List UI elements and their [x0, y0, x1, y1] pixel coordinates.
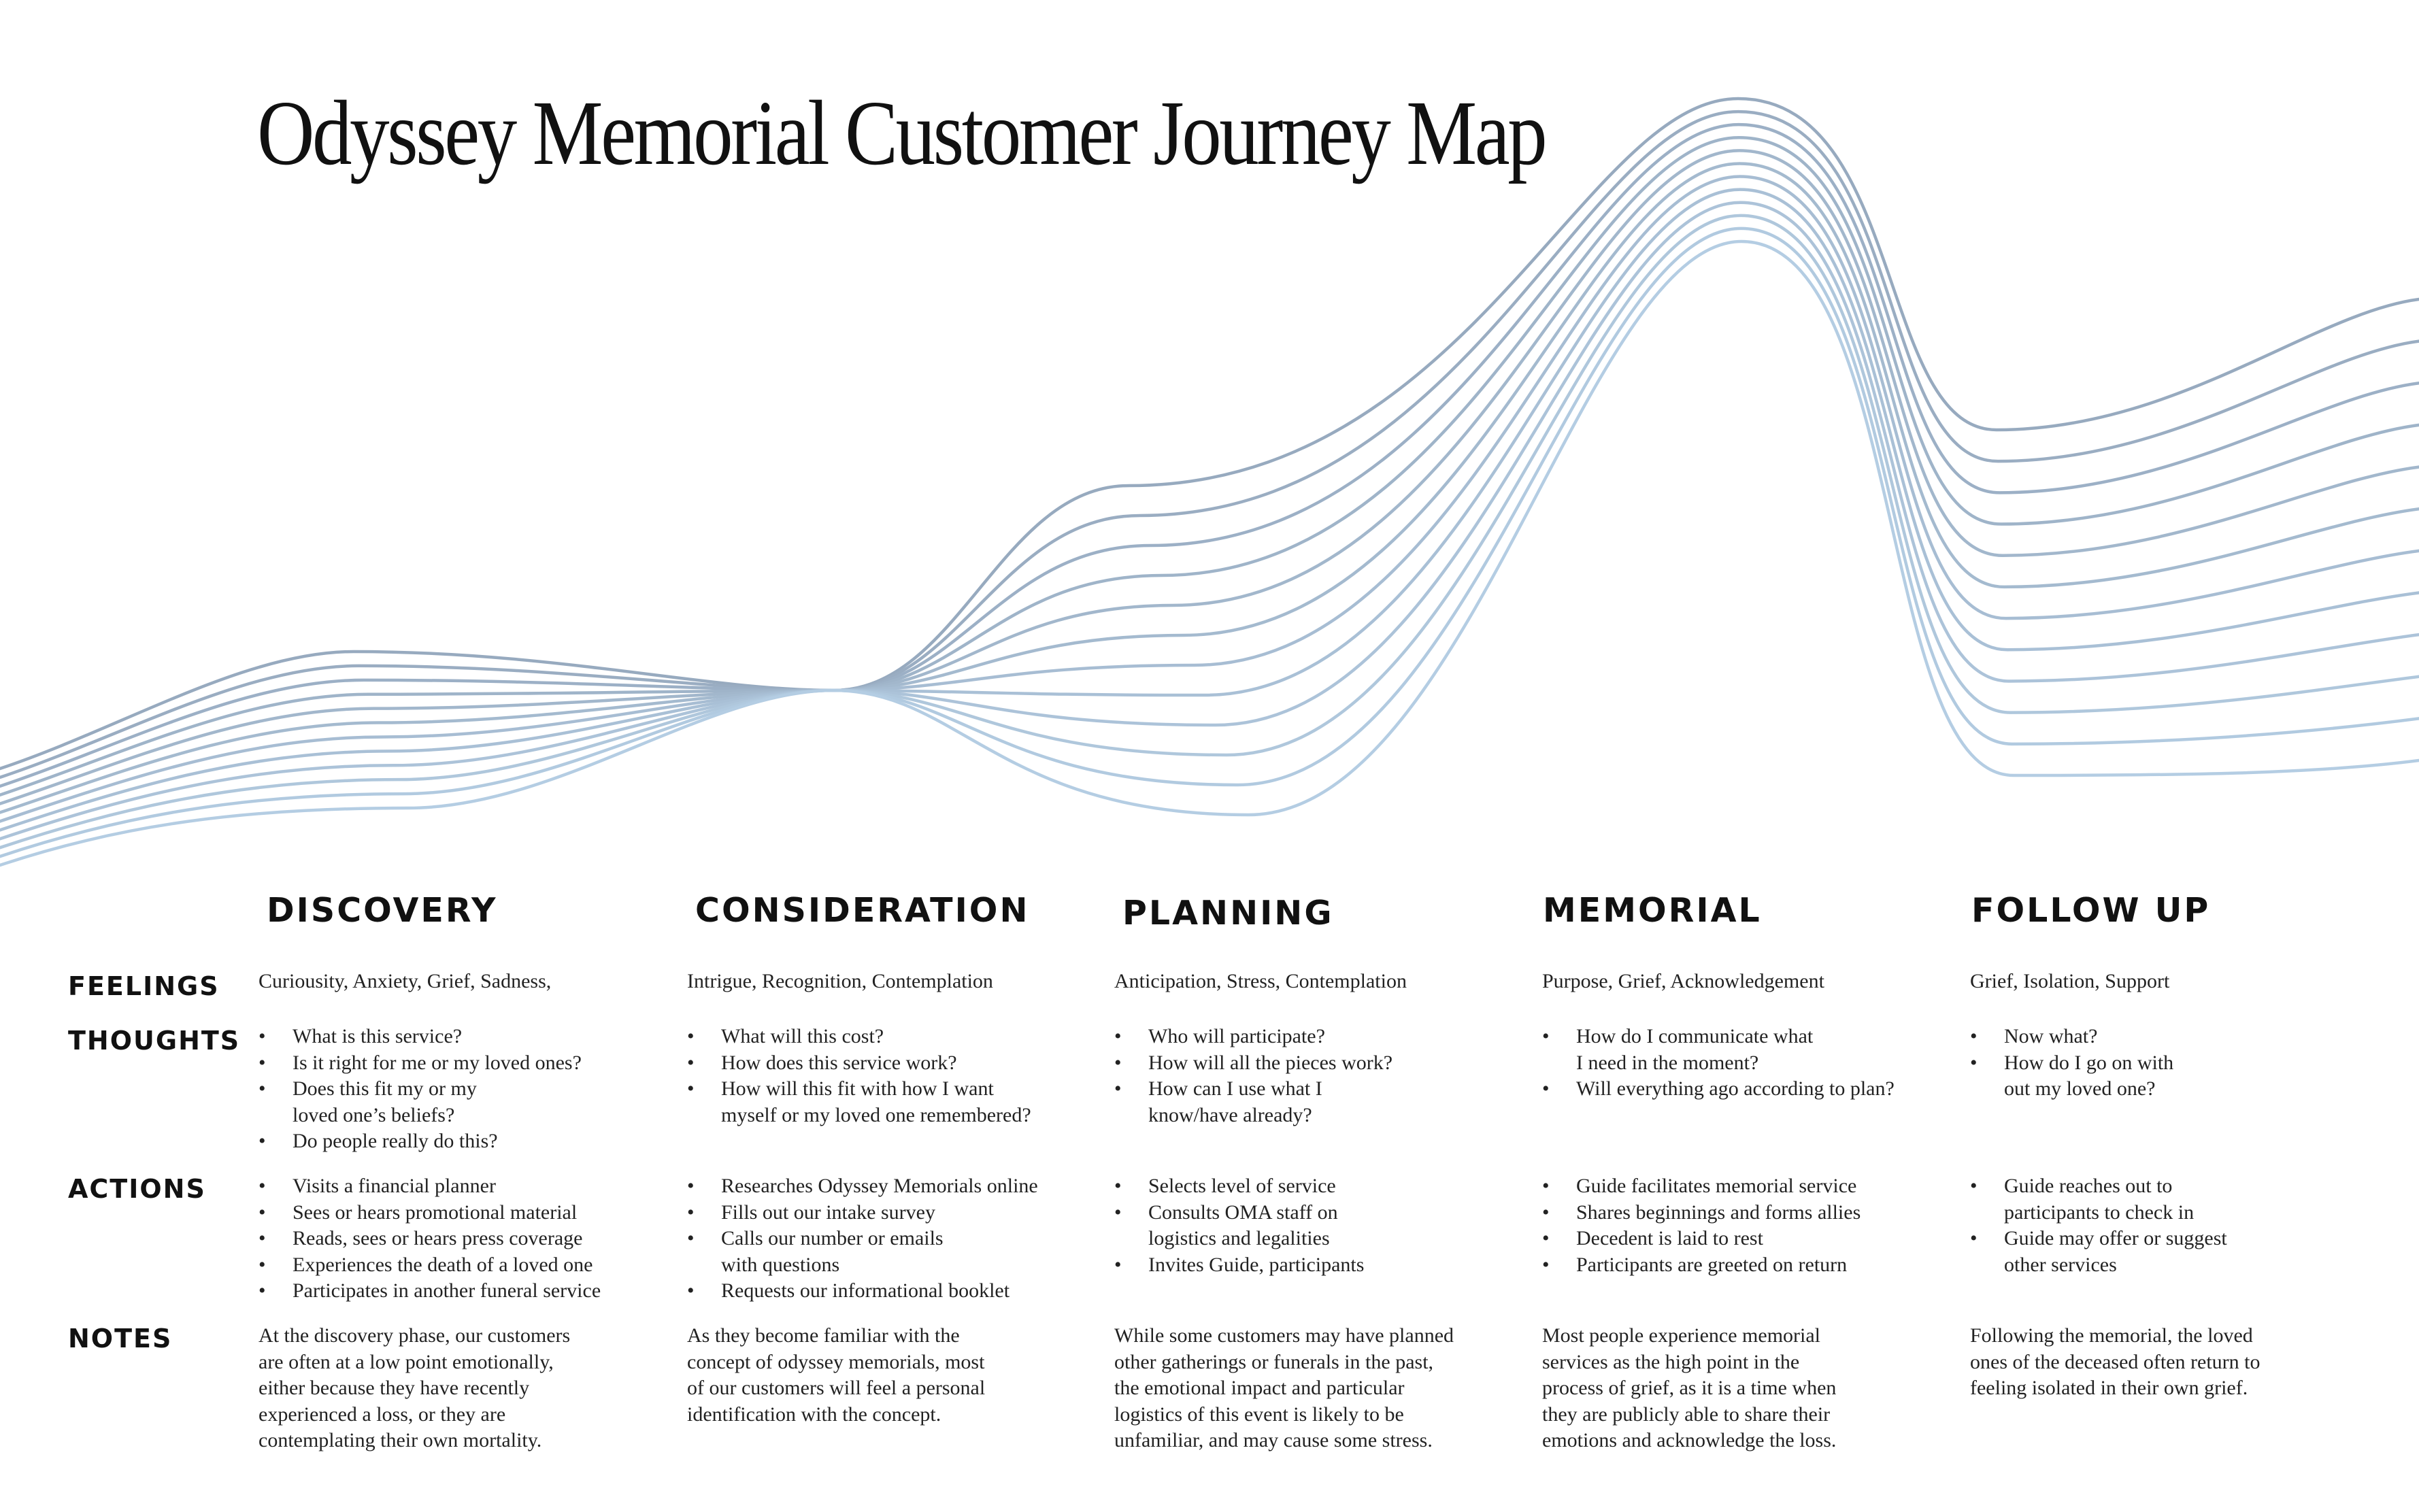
action-item: Consults OMA staff on logistics and lega… [1114, 1200, 1364, 1252]
stage-heading-discovery: DISCOVERY [267, 891, 498, 930]
actions-bullets: Visits a financial plannerSees or hears … [258, 1173, 601, 1305]
notes-paragraph: At the discovery phase, our customers ar… [258, 1324, 571, 1452]
feelings-text: Grief, Isolation, Support [1970, 970, 2170, 992]
actions-bullets: Selects level of serviceConsults OMA sta… [1114, 1173, 1364, 1278]
wave-line [0, 136, 2419, 796]
action-item: Researches Odyssey Memorials online [687, 1173, 1038, 1200]
action-item: Selects level of service [1114, 1173, 1364, 1200]
notes-text: At the discovery phase, our customers ar… [258, 1323, 570, 1454]
action-item: Guide reaches out to participants to che… [1970, 1173, 2227, 1226]
row-label-thoughts: THOUGHTS [68, 1026, 241, 1056]
wave-line [0, 226, 2419, 858]
action-item: Sees or hears promotional material [258, 1200, 601, 1226]
wave-line [0, 122, 2419, 788]
feelings-text: Anticipation, Stress, Contemplation [1114, 970, 1407, 992]
action-item: Shares beginnings and forms allies [1542, 1200, 1861, 1226]
thought-item: How do I communicate what I need in the … [1542, 1024, 1895, 1076]
actions-list: Guide reaches out to participants to che… [1970, 1173, 2227, 1278]
stage-heading-memorial: MEMORIAL [1543, 891, 1762, 930]
notes-text: As they become familiar with the concept… [687, 1323, 985, 1428]
action-item: Participates in another funeral service [258, 1278, 601, 1305]
actions-list: Selects level of serviceConsults OMA sta… [1114, 1173, 1364, 1278]
wave-line [0, 214, 2419, 850]
thought-item: Will everything ago according to plan? [1542, 1076, 1895, 1103]
thought-item: How can I use what I know/have already? [1114, 1076, 1392, 1128]
wave-line [0, 149, 2419, 805]
action-item: Decedent is laid to rest [1542, 1226, 1861, 1252]
actions-bullets: Guide facilitates memorial serviceShares… [1542, 1173, 1861, 1278]
thought-item: How will all the pieces work? [1114, 1050, 1392, 1077]
action-item: Requests our informational booklet [687, 1278, 1038, 1305]
thoughts-bullets: What is this service?Is it right for me … [258, 1024, 582, 1155]
thought-item: What will this cost? [687, 1024, 1031, 1050]
actions-bullets: Guide reaches out to participants to che… [1970, 1173, 2227, 1278]
notes-paragraph: Most people experience memorial services… [1542, 1324, 1837, 1452]
feelings-text: Purpose, Grief, Acknowledgement [1542, 970, 1824, 992]
thought-item: Who will participate? [1114, 1024, 1392, 1050]
feelings-text: Intrigue, Recognition, Contemplation [687, 970, 993, 992]
stage-heading-consideration: CONSIDERATION [695, 891, 1030, 930]
thoughts-bullets: Who will participate?How will all the pi… [1114, 1024, 1392, 1128]
notes-paragraph: While some customers may have planned ot… [1114, 1324, 1454, 1452]
thoughts-list: Now what?How do I go on with out my love… [1970, 1024, 2173, 1103]
row-label-feelings: FEELINGS [68, 971, 220, 1001]
action-item: Guide facilitates memorial service [1542, 1173, 1861, 1200]
thoughts-list: What is this service?Is it right for me … [258, 1024, 582, 1155]
stage-heading-planning: PLANNING [1122, 894, 1334, 933]
page-title: Odyssey Memorial Customer Journey Map [257, 82, 1548, 184]
thoughts-list: Who will participate?How will all the pi… [1114, 1024, 1392, 1128]
notes-text: Most people experience memorial services… [1542, 1323, 1836, 1454]
row-label-notes: NOTES [68, 1324, 173, 1354]
actions-list: Researches Odyssey Memorials onlineFills… [687, 1173, 1038, 1305]
action-item: Visits a financial planner [258, 1173, 601, 1200]
wave-line [0, 239, 2419, 867]
wave-line [0, 175, 2419, 823]
notes-text: While some customers may have planned ot… [1114, 1323, 1454, 1454]
thought-item: Now what? [1970, 1024, 2173, 1050]
feelings-text: Curiousity, Anxiety, Grief, Sadness, [258, 970, 552, 992]
action-item: Reads, sees or hears press coverage [258, 1226, 601, 1252]
thought-item: How will this fit with how I want myself… [687, 1076, 1031, 1128]
action-item: Fills out our intake survey [687, 1200, 1038, 1226]
stage-heading-follow-up: FOLLOW UP [1971, 891, 2211, 930]
row-label-actions: ACTIONS [68, 1174, 206, 1204]
notes-paragraph: Following the memorial, the loved ones o… [1970, 1324, 2260, 1400]
thoughts-list: What will this cost?How does this servic… [687, 1024, 1031, 1128]
thoughts-bullets: Now what?How do I go on with out my love… [1970, 1024, 2173, 1103]
action-item: Participants are greeted on return [1542, 1252, 1861, 1279]
wave-line [0, 201, 2419, 841]
thoughts-bullets: What will this cost?How does this servic… [687, 1024, 1031, 1128]
thought-item: How do I go on with out my loved one? [1970, 1050, 2173, 1103]
wave-line [0, 188, 2419, 832]
actions-list: Guide facilitates memorial serviceShares… [1542, 1173, 1861, 1278]
thought-item: Does this fit my or my loved one’s belie… [258, 1076, 582, 1128]
wave-line [0, 97, 2419, 771]
action-item: Calls our number or emails with question… [687, 1226, 1038, 1278]
action-item: Invites Guide, participants [1114, 1252, 1364, 1279]
notes-paragraph: As they become familiar with the concept… [687, 1324, 986, 1426]
emotion-wave-graphic [0, 97, 2419, 867]
notes-text: Following the memorial, the loved ones o… [1970, 1323, 2260, 1402]
actions-list: Visits a financial plannerSees or hears … [258, 1173, 601, 1305]
actions-bullets: Researches Odyssey Memorials onlineFills… [687, 1173, 1038, 1305]
thought-item: Is it right for me or my loved ones? [258, 1050, 582, 1077]
thought-item: What is this service? [258, 1024, 582, 1050]
action-item: Experiences the death of a loved one [258, 1252, 601, 1279]
wave-line [0, 162, 2419, 814]
wave-line [0, 110, 2419, 779]
action-item: Guide may offer or suggest other service… [1970, 1226, 2227, 1278]
thoughts-list: How do I communicate what I need in the … [1542, 1024, 1895, 1103]
thought-item: How does this service work? [687, 1050, 1031, 1077]
thoughts-bullets: How do I communicate what I need in the … [1542, 1024, 1895, 1103]
thought-item: Do people really do this? [258, 1128, 582, 1155]
